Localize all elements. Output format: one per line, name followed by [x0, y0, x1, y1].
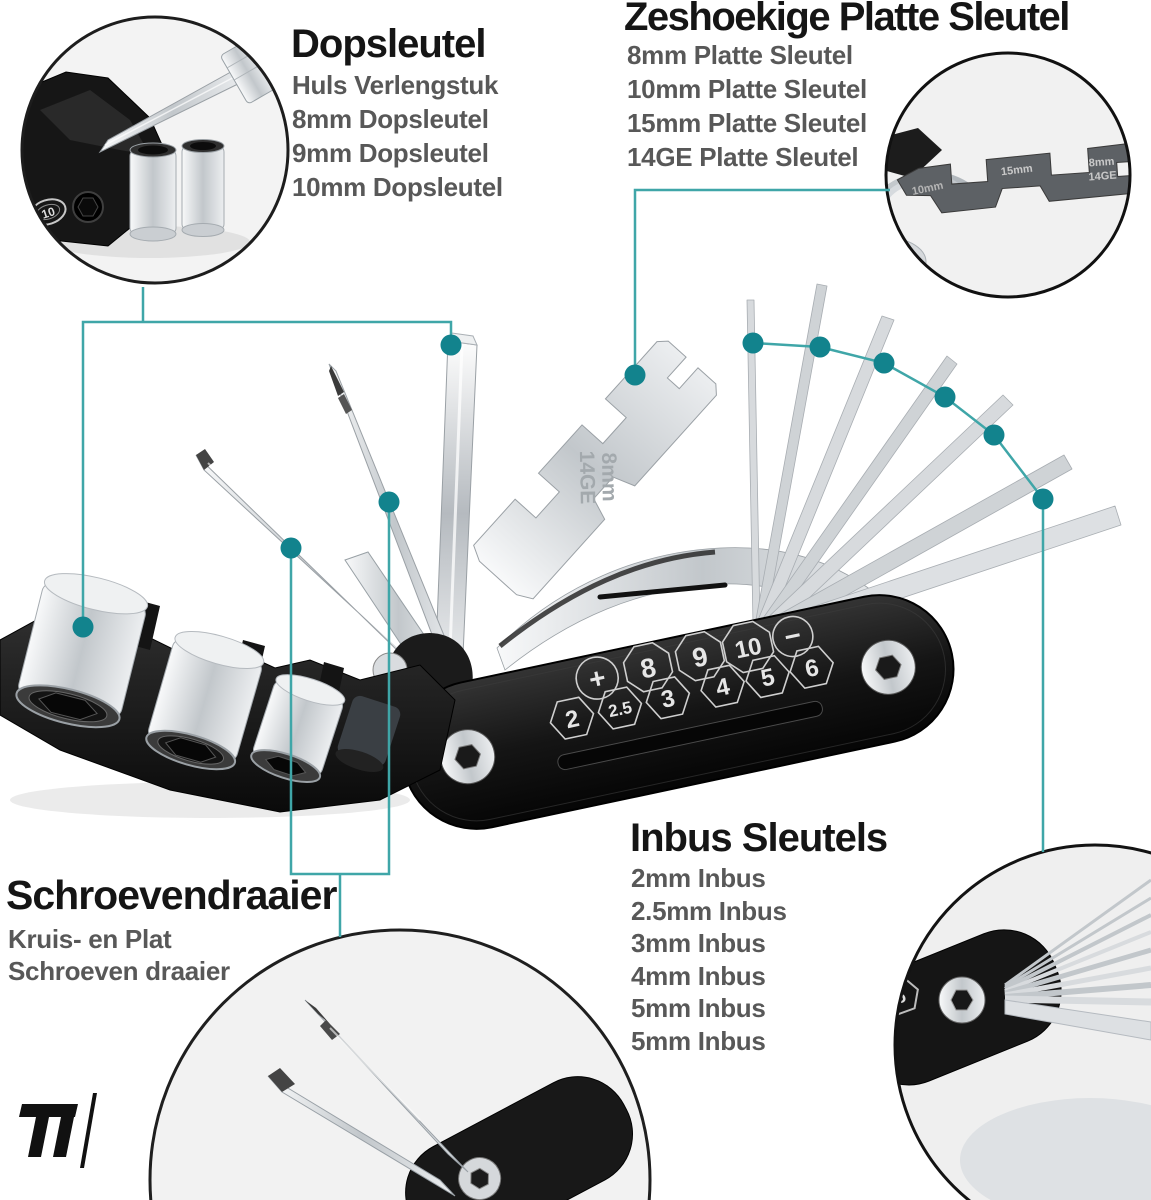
svg-text:4: 4 [714, 673, 733, 702]
spec-line: 4mm Inbus [631, 960, 766, 991]
tool-handle: + 8 9 10 − 2 2.5 3 4 5 6 [401, 594, 955, 830]
inset-top-right-flat-wrench: 15mm 10mm 8mm 14GE [884, 51, 1132, 299]
spec-line: 15mm Platte Sleutel [627, 108, 867, 138]
svg-text:9: 9 [690, 641, 711, 673]
svg-text:2.5: 2.5 [607, 698, 634, 721]
socket-3 [250, 674, 346, 783]
main-multitool-photo: 8mm 14GE [0, 283, 1122, 830]
handle-screw-left [440, 729, 496, 785]
svg-text:10: 10 [40, 204, 57, 222]
spec-line: 10mm Dopsleutel [292, 172, 503, 202]
callout-dots [72, 332, 1054, 638]
svg-text:8mm: 8mm [1088, 156, 1115, 170]
handle-engravings [549, 615, 835, 740]
spec-line: 14GE Platte Sleutel [627, 142, 859, 172]
svg-text:14GE: 14GE [1088, 170, 1117, 184]
spec-line: 2mm Inbus [631, 863, 766, 893]
spec-line: 5mm Inbus [631, 1025, 766, 1056]
spec-line: Kruis- en Plat [8, 924, 172, 954]
section-title-schroevendraaier: Schroevendraaier [6, 872, 337, 918]
svg-text:8: 8 [638, 652, 659, 684]
section-items-zeshoekige: 8mm Platte Sleutel 10mm Platte Sleutel 1… [627, 38, 867, 174]
inset-top-left-socket-wrench: 10 [20, 15, 290, 285]
inset-bottom-left-screwdrivers [148, 928, 652, 1200]
spec-line: Schroeven draaier [8, 955, 230, 986]
svg-text:2: 2 [563, 705, 582, 734]
section-items-inbus: 2mm Inbus 2.5mm Inbus 3mm Inbus 4mm Inbu… [631, 862, 787, 1058]
thin-hex-key-fan [1004, 878, 1151, 1006]
svg-text:8mm: 8mm [597, 452, 621, 501]
section-title-dopsleutel: Dopsleutel [291, 22, 486, 66]
inset-flat-wrench: 15mm 10mm 8mm 14GE [896, 143, 1130, 214]
svg-text:10: 10 [732, 633, 764, 665]
hex-key-fan [746, 283, 1122, 642]
brand-logo [19, 1093, 97, 1168]
section-title-inbus: Inbus Sleutels [630, 816, 888, 860]
section-items-schroevendraaier: Kruis- en Plat Schroeven draaier [8, 924, 230, 987]
standing-socket-1 [129, 142, 177, 242]
spec-line: 8mm Dopsleutel [292, 104, 489, 134]
spec-line: 5mm Inbus [631, 993, 766, 1024]
svg-text:14GE: 14GE [575, 450, 599, 504]
svg-text:−: − [781, 619, 803, 653]
spec-line: 3mm Inbus [631, 928, 766, 959]
socket-2 [145, 631, 265, 771]
svg-text:6: 6 [803, 654, 822, 683]
handle-screw-right [860, 639, 916, 695]
inset-bottom-right-hex-keys: 6 [893, 843, 1151, 1200]
spec-line: 9mm Dopsleutel [292, 138, 489, 168]
standing-socket-2 [181, 139, 225, 237]
svg-text:+: + [586, 662, 608, 696]
svg-text:15mm: 15mm [1000, 163, 1033, 179]
section-items-dopsleutel: Huls Verlengstuk 8mm Dopsleutel 9mm Dops… [292, 68, 503, 204]
spec-line: Huls Verlengstuk [292, 70, 499, 100]
spec-line: 8mm Platte Sleutel [627, 40, 853, 70]
socket-1 [15, 573, 149, 729]
svg-text:3: 3 [659, 685, 678, 714]
handle-slot [557, 700, 823, 771]
spec-line: 2.5mm Inbus [631, 895, 787, 926]
socket-4 [335, 695, 401, 773]
section-title-zeshoekige: Zeshoekige Platte Sleutel [624, 0, 1070, 39]
spec-line: 10mm Platte Sleutel [627, 74, 867, 104]
svg-text:5: 5 [759, 663, 778, 692]
flat-spanner-tool: 8mm 14GE [473, 340, 717, 600]
